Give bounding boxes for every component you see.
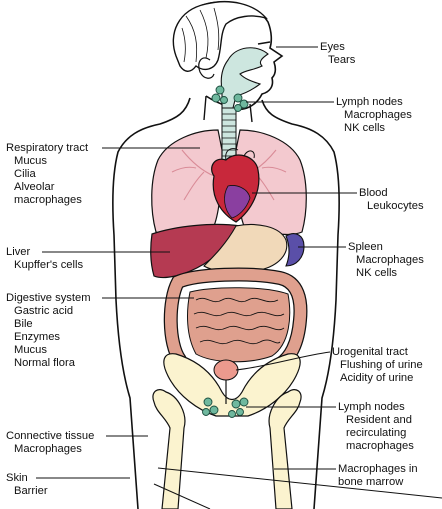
label-digestive-system: Digestive system Gastric acid Bile Enzym… (6, 292, 91, 370)
bladder (213, 359, 239, 381)
inguinal-lymph-nodes (202, 397, 249, 418)
label-digestive-item: Enzymes (14, 331, 61, 343)
label-lymph-lower-title: Lymph nodes (338, 401, 405, 413)
label-eyes: Eyes Tears (320, 41, 355, 67)
label-blood-title: Blood (359, 187, 388, 199)
label-bone-marrow-item: bone marrow (338, 476, 404, 488)
label-blood: Blood Leukocytes (359, 187, 424, 213)
label-spleen: Spleen Macrophages NK cells (348, 241, 424, 280)
liver (150, 223, 241, 279)
label-connective-title: Connective tissue (6, 430, 95, 442)
label-spleen-item: Macrophages (356, 254, 424, 266)
neck-lines (203, 95, 253, 123)
label-respiratory-title: Respiratory tract (6, 142, 89, 154)
label-liver-title: Liver (6, 246, 31, 258)
leader-urogenital (235, 351, 331, 371)
label-skin-title: Skin (6, 472, 28, 484)
label-liver-item: Kupffer's cells (14, 259, 84, 271)
leader-skin-diag-2 (153, 483, 211, 509)
label-digestive-title: Digestive system (6, 292, 91, 304)
leader-skin-diag-1 (157, 467, 442, 499)
left-lung (151, 129, 223, 236)
label-respiratory-item: Alveolar (14, 181, 55, 193)
heart-vessels (225, 147, 255, 161)
right-femur (268, 389, 302, 509)
label-blood-item: Leukocytes (367, 200, 424, 212)
label-digestive-item: Bile (14, 318, 33, 330)
label-digestive-item: Normal flora (14, 357, 75, 369)
label-lymph-lower-item: macrophages (346, 440, 414, 452)
label-urogenital-tract: Urogenital tract Flushing of urine Acidi… (332, 346, 423, 385)
label-eyes-item: Tears (328, 54, 356, 66)
label-lymph-lower-item: Resident and (346, 414, 412, 426)
spleen (285, 233, 305, 267)
label-respiratory-tract: Respiratory tract Mucus Cilia Alveolar m… (6, 142, 88, 207)
label-skin: Skin Barrier (6, 472, 48, 498)
left-femur (152, 389, 186, 509)
eye (257, 41, 271, 45)
lung-vessels (171, 149, 287, 201)
label-urogenital-title: Urogenital tract (332, 346, 408, 358)
label-bone-marrow-title: Macrophages in (338, 463, 418, 475)
body-outline (112, 97, 340, 509)
label-connective-item: Macrophages (14, 443, 82, 455)
label-skin-item: Barrier (14, 485, 48, 497)
label-lymph-upper-item: NK cells (344, 122, 386, 134)
label-respiratory-item: Mucus (14, 155, 47, 167)
hair-strands (181, 7, 220, 63)
small-intestine-coils (193, 297, 285, 345)
heart-chamber (224, 185, 251, 219)
label-lymph-nodes-lower: Lymph nodes Resident and recirculating m… (338, 401, 414, 453)
label-respiratory-item: Cilia (14, 168, 36, 180)
cervical-lymph-nodes (211, 85, 249, 112)
label-digestive-item: Gastric acid (14, 305, 74, 317)
label-lymph-upper-title: Lymph nodes (336, 96, 403, 108)
label-spleen-title: Spleen (348, 241, 383, 253)
pelvis (163, 353, 301, 417)
label-lymph-upper-item: Macrophages (344, 109, 412, 121)
label-eyes-title: Eyes (320, 41, 345, 53)
label-urogenital-item: Acidity of urine (340, 372, 414, 384)
label-lymph-nodes-upper: Lymph nodes Macrophages NK cells (336, 96, 412, 135)
label-spleen-item: NK cells (356, 267, 398, 279)
small-intestine-mass (187, 287, 291, 363)
ear (198, 57, 215, 79)
label-digestive-item: Mucus (14, 344, 47, 356)
label-bone-marrow: Macrophages in bone marrow (338, 463, 418, 489)
large-intestine-fill (165, 268, 307, 370)
label-respiratory-item: macrophages (14, 194, 82, 206)
label-urogenital-item: Flushing of urine (340, 359, 423, 371)
leader-lines (36, 46, 442, 509)
label-lymph-lower-item: recirculating (346, 427, 407, 439)
label-connective-tissue: Connective tissue Macrophages (6, 430, 94, 456)
label-liver: Liver Kupffer's cells (6, 246, 83, 272)
